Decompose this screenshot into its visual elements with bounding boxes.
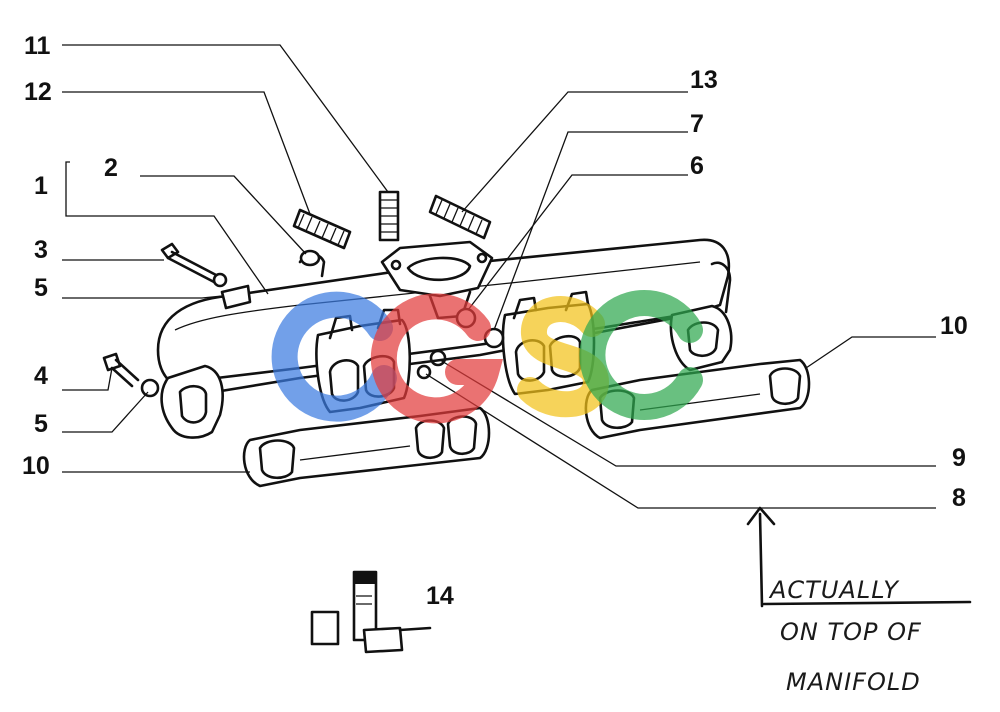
leader-4 <box>62 367 113 391</box>
callout-6: 6 <box>690 152 704 180</box>
callout-8: 8 <box>952 484 966 512</box>
flange-bolt-hole-right <box>476 252 488 264</box>
callout-14: 14 <box>426 582 454 610</box>
left-flange-port <box>178 384 208 424</box>
leader-lines <box>62 44 936 509</box>
leader-11 <box>62 44 389 193</box>
manifold-lower-edge <box>198 310 702 382</box>
center-hole-upper <box>429 349 447 367</box>
leader-9 <box>439 359 936 467</box>
leader-7 <box>493 131 688 331</box>
callout-3: 3 <box>34 236 48 264</box>
bolt-4 <box>102 352 140 388</box>
leader-2 <box>140 175 307 255</box>
callout-10-left: 10 <box>22 452 50 480</box>
handwritten-arrow <box>746 506 972 608</box>
leader-1 <box>70 215 269 295</box>
bolt-3 <box>160 242 228 288</box>
note-line-3: MANIFOLD <box>786 668 921 696</box>
note-line-1: ACTUALLY <box>768 576 900 604</box>
note-line-2: ON TOP OF <box>780 618 922 646</box>
kit-14 <box>310 570 432 654</box>
leader-12 <box>62 91 311 215</box>
callout-5-lower: 5 <box>34 410 48 438</box>
leader-13 <box>461 91 688 213</box>
washer-5-lower <box>140 378 160 398</box>
leader-8 <box>425 373 936 509</box>
leader-6 <box>467 174 688 311</box>
flange-bolt-hole-left <box>390 259 402 271</box>
stud-11 <box>378 190 400 242</box>
center-hole-lower <box>416 364 432 380</box>
callout-12: 12 <box>24 78 52 106</box>
left-end-flange <box>160 364 224 439</box>
stud-12 <box>292 208 352 250</box>
underline <box>762 600 972 606</box>
callout-7: 7 <box>690 110 704 138</box>
callout-10-right: 10 <box>940 312 968 340</box>
callout-2: 2 <box>104 154 118 182</box>
watermark-letter-yellow <box>517 296 610 418</box>
callout-11: 11 <box>24 32 51 60</box>
watermark-letter-green <box>579 290 703 420</box>
nut-2 <box>299 249 321 267</box>
stud-13 <box>428 194 492 240</box>
watermark-letter-blue <box>271 291 397 422</box>
callout-1: 1 <box>34 172 48 200</box>
arrow-shaft <box>758 512 764 608</box>
callout-labels: 11 12 13 7 6 2 1 3 5 4 5 10 10 9 8 14 <box>22 32 968 610</box>
leader-5-lower <box>62 391 149 433</box>
callout-13: 13 <box>690 66 718 94</box>
watermark-letter-red <box>370 293 504 424</box>
top-mounting-flange <box>380 240 494 320</box>
callout-4: 4 <box>34 362 48 390</box>
callout-9: 9 <box>952 444 966 472</box>
leader-10-right <box>805 336 936 369</box>
watermark-logo <box>271 290 703 424</box>
leader-5-upper <box>62 295 223 299</box>
arrow-head <box>746 506 776 526</box>
bracket-1 <box>65 161 70 217</box>
callout-5-upper: 5 <box>34 274 48 302</box>
handwritten-note: ACTUALLY ON TOP OF MANIFOLD <box>768 576 922 696</box>
boss-left-top <box>220 284 252 310</box>
